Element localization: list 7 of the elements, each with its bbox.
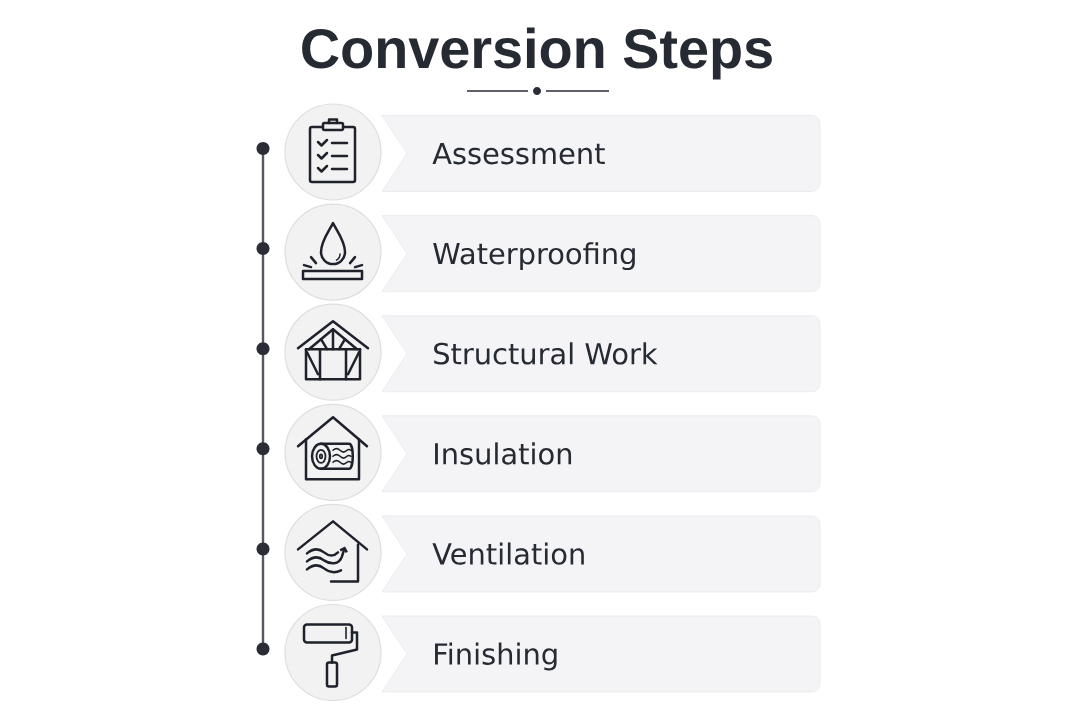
step-band: Structural Work	[381, 315, 821, 393]
step-band: Finishing	[381, 615, 821, 693]
title: Conversion Steps	[302, 27, 772, 80]
step-band: Insulation	[381, 415, 821, 493]
step-band: Assessment	[381, 115, 821, 192]
step-band: Ventilation	[381, 515, 821, 593]
step-band: Waterproofing	[381, 215, 821, 292]
